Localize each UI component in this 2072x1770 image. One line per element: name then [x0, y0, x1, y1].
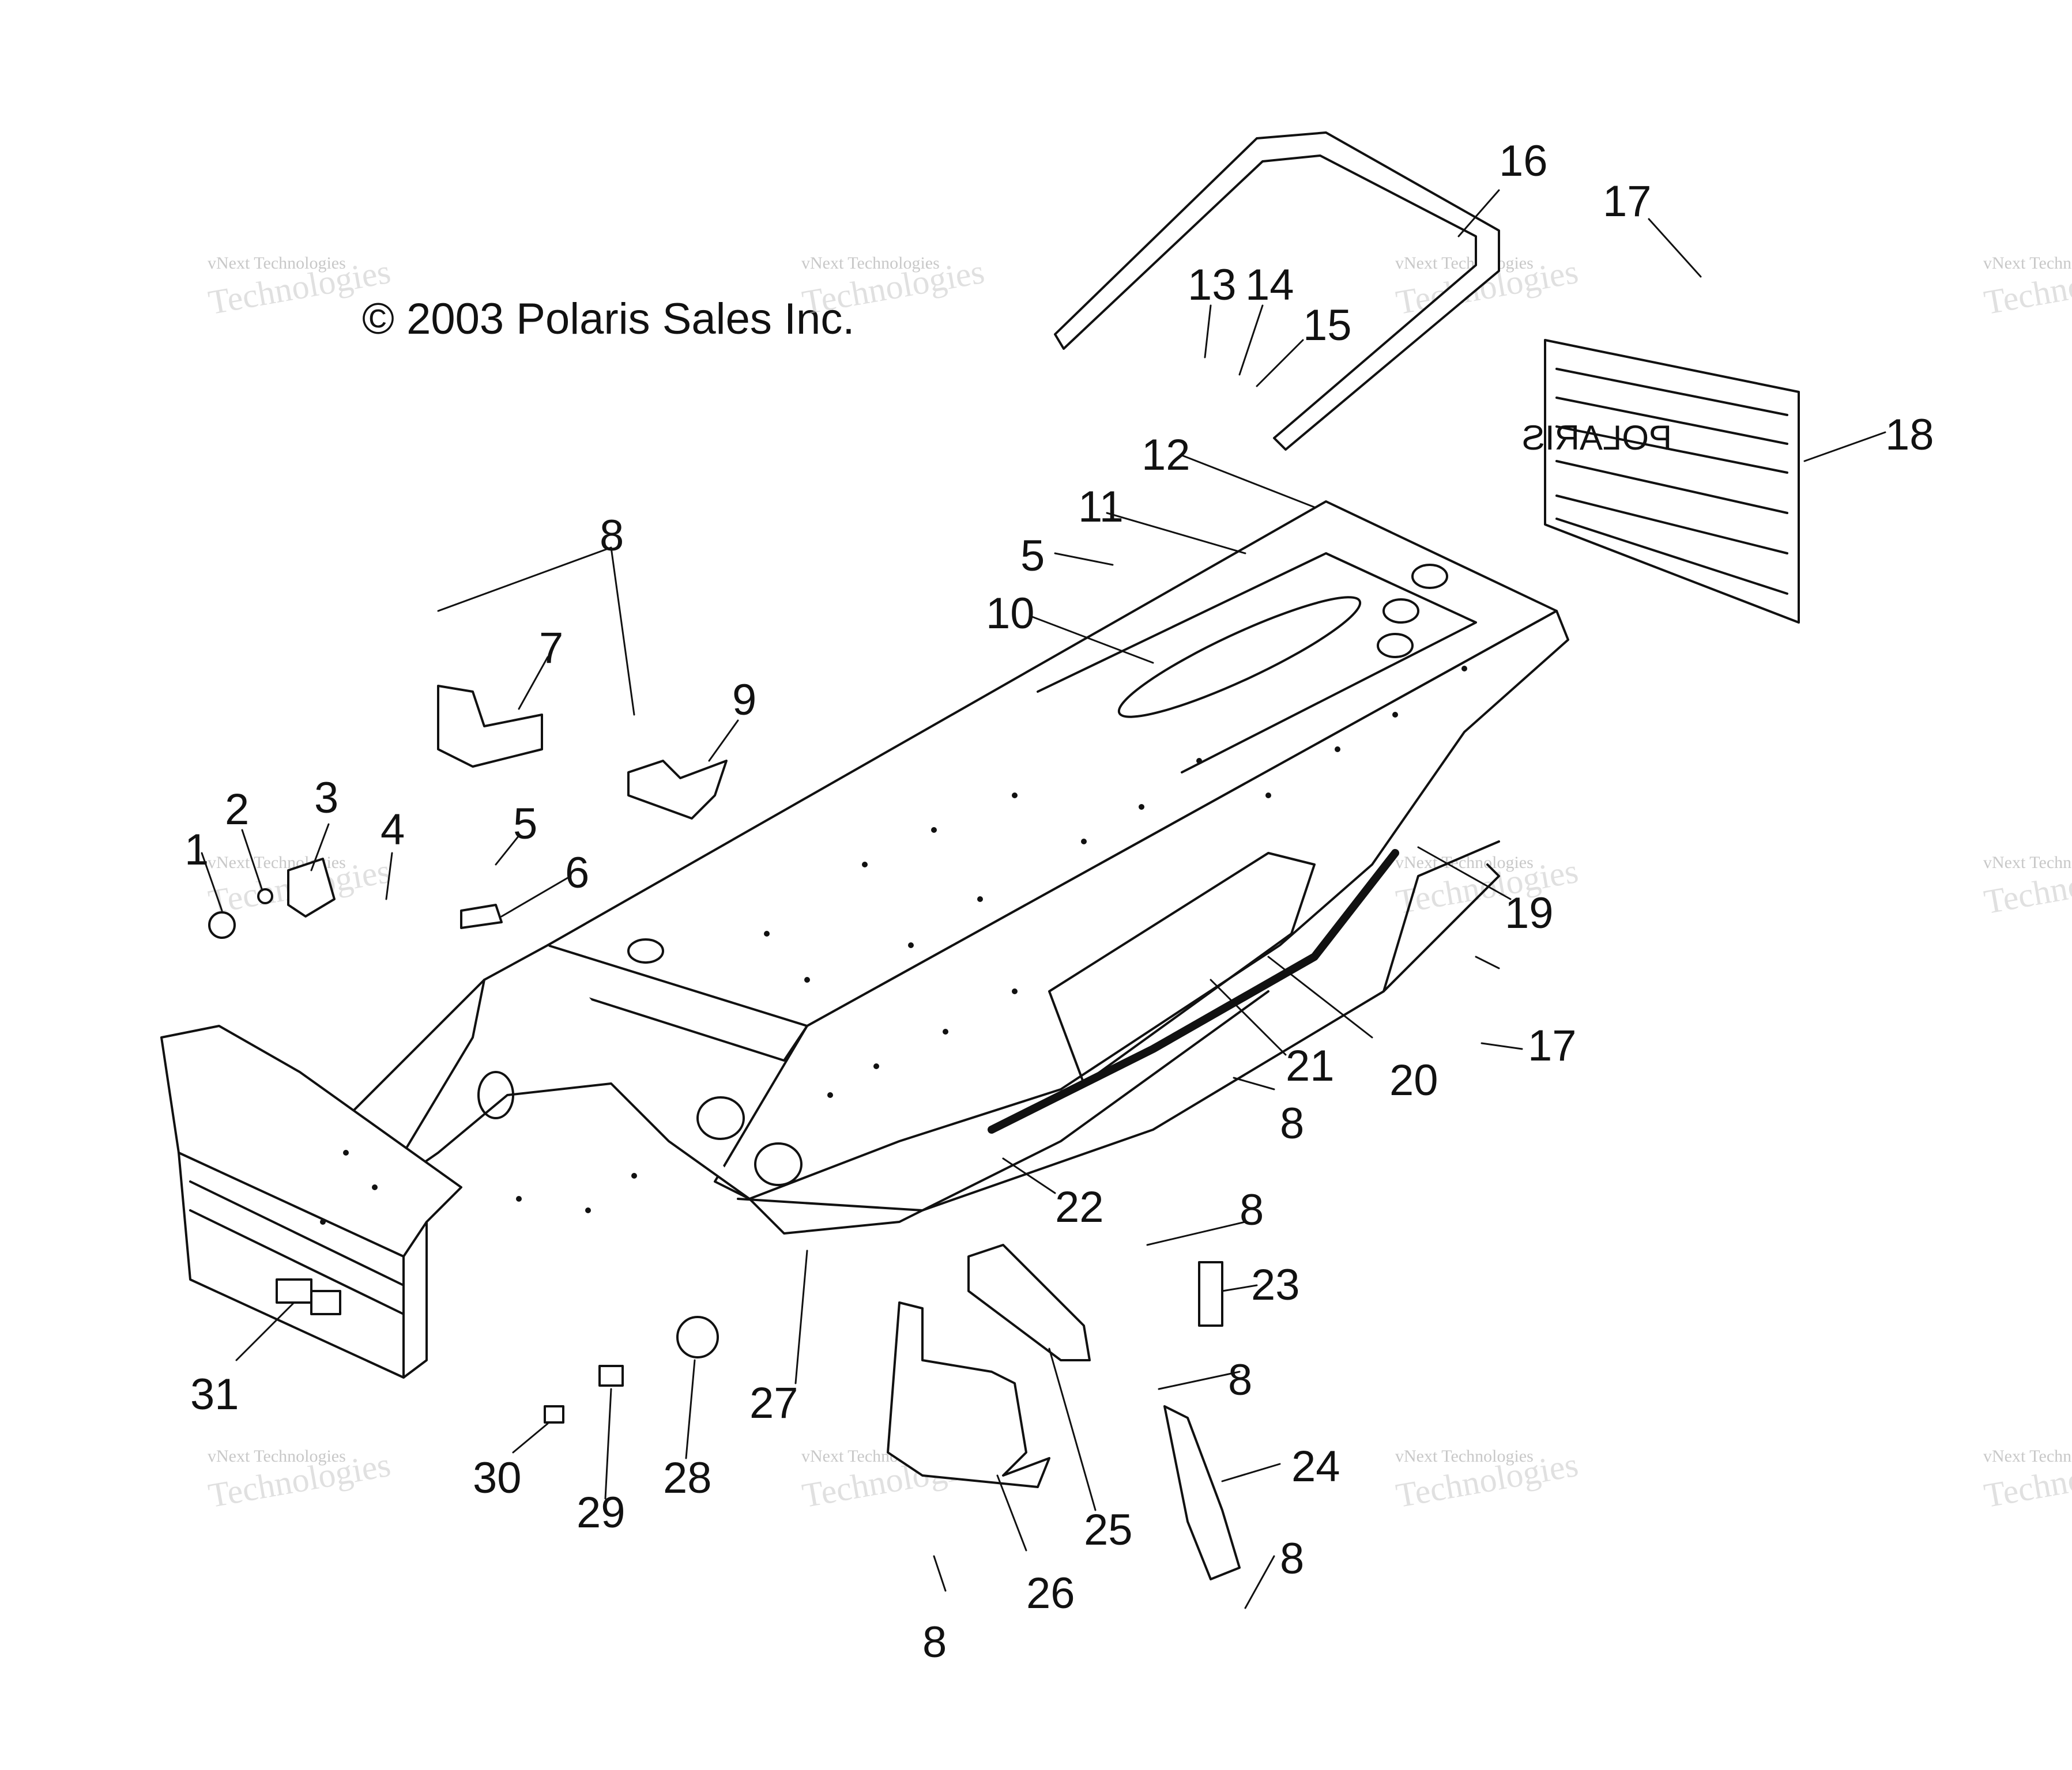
bracket-3 [287, 858, 336, 918]
bracket-7 [437, 685, 543, 768]
callout-7: 7 [539, 624, 563, 673]
callout-19: 19 [1505, 889, 1554, 938]
callout-27: 27 [749, 1379, 798, 1428]
callout-15: 15 [1303, 301, 1352, 350]
callout-numbers: 1 2 3 4 5 6 7 8 9 10 11 12 13 14 15 16 1… [184, 137, 1934, 1667]
callout-30: 30 [473, 1454, 522, 1503]
copyright-notice: © 2003 Polaris Sales Inc. [362, 295, 855, 344]
callout-18: 18 [1885, 410, 1934, 459]
callout-4: 4 [381, 805, 405, 854]
callout-8-strap: 8 [1228, 1356, 1252, 1405]
rivet-holes [320, 666, 1467, 1225]
callout-2: 2 [225, 785, 249, 834]
snowflap: POLARIS [1522, 339, 1800, 624]
callout-8-skid: 8 [922, 1618, 947, 1667]
plug-29 [598, 1365, 624, 1387]
rear-grab-bar [1054, 131, 1500, 451]
callout-8-clip: 8 [1240, 1186, 1264, 1235]
callout-13: 13 [1188, 261, 1237, 310]
callout-17-side: 17 [1528, 1021, 1577, 1070]
callout-21: 21 [1286, 1041, 1335, 1090]
plug-30 [544, 1405, 564, 1424]
callout-25: 25 [1084, 1505, 1133, 1554]
callout-17: 17 [1603, 177, 1652, 226]
callout-22: 22 [1055, 1183, 1104, 1232]
callout-14: 14 [1245, 261, 1294, 310]
small-parts [208, 685, 1241, 1580]
callout-8: 8 [600, 511, 624, 560]
washer-1 [208, 911, 236, 939]
bracket-25 [967, 1244, 1091, 1361]
callout-6: 6 [565, 848, 589, 897]
callout-29: 29 [577, 1488, 626, 1537]
callout-5: 5 [513, 799, 537, 848]
plug-28 [676, 1316, 719, 1358]
callout-31: 31 [190, 1370, 239, 1419]
side-window [1048, 852, 1316, 1085]
strap-24 [1163, 1405, 1241, 1580]
bracket-9 [627, 760, 728, 820]
skid-26 [887, 1301, 1050, 1488]
callout-12: 12 [1142, 431, 1191, 480]
callout-16: 16 [1499, 137, 1548, 186]
callout-1: 1 [184, 825, 209, 874]
clip-6 [460, 904, 503, 929]
callout-23: 23 [1251, 1260, 1300, 1309]
callout-8-bottom: 8 [1280, 1534, 1304, 1583]
callout-28: 28 [663, 1454, 712, 1503]
snowflap-logo: POLARIS [1522, 418, 1672, 457]
callout-9: 9 [732, 675, 756, 724]
callout-5-deck: 5 [1020, 531, 1045, 580]
callout-11: 11 [1078, 482, 1124, 531]
callout-26: 26 [1026, 1569, 1075, 1618]
leader-lines [201, 189, 1886, 1609]
clip-23 [1198, 1261, 1223, 1327]
nut-2 [257, 888, 273, 904]
tunnel-cooler-opening [1117, 596, 1362, 718]
callout-10: 10 [986, 589, 1035, 638]
chassis-tunnel [160, 500, 1569, 1379]
callout-20: 20 [1389, 1056, 1438, 1105]
callout-8-rail: 8 [1280, 1099, 1304, 1148]
callout-24: 24 [1291, 1442, 1340, 1491]
callout-3: 3 [314, 773, 338, 822]
